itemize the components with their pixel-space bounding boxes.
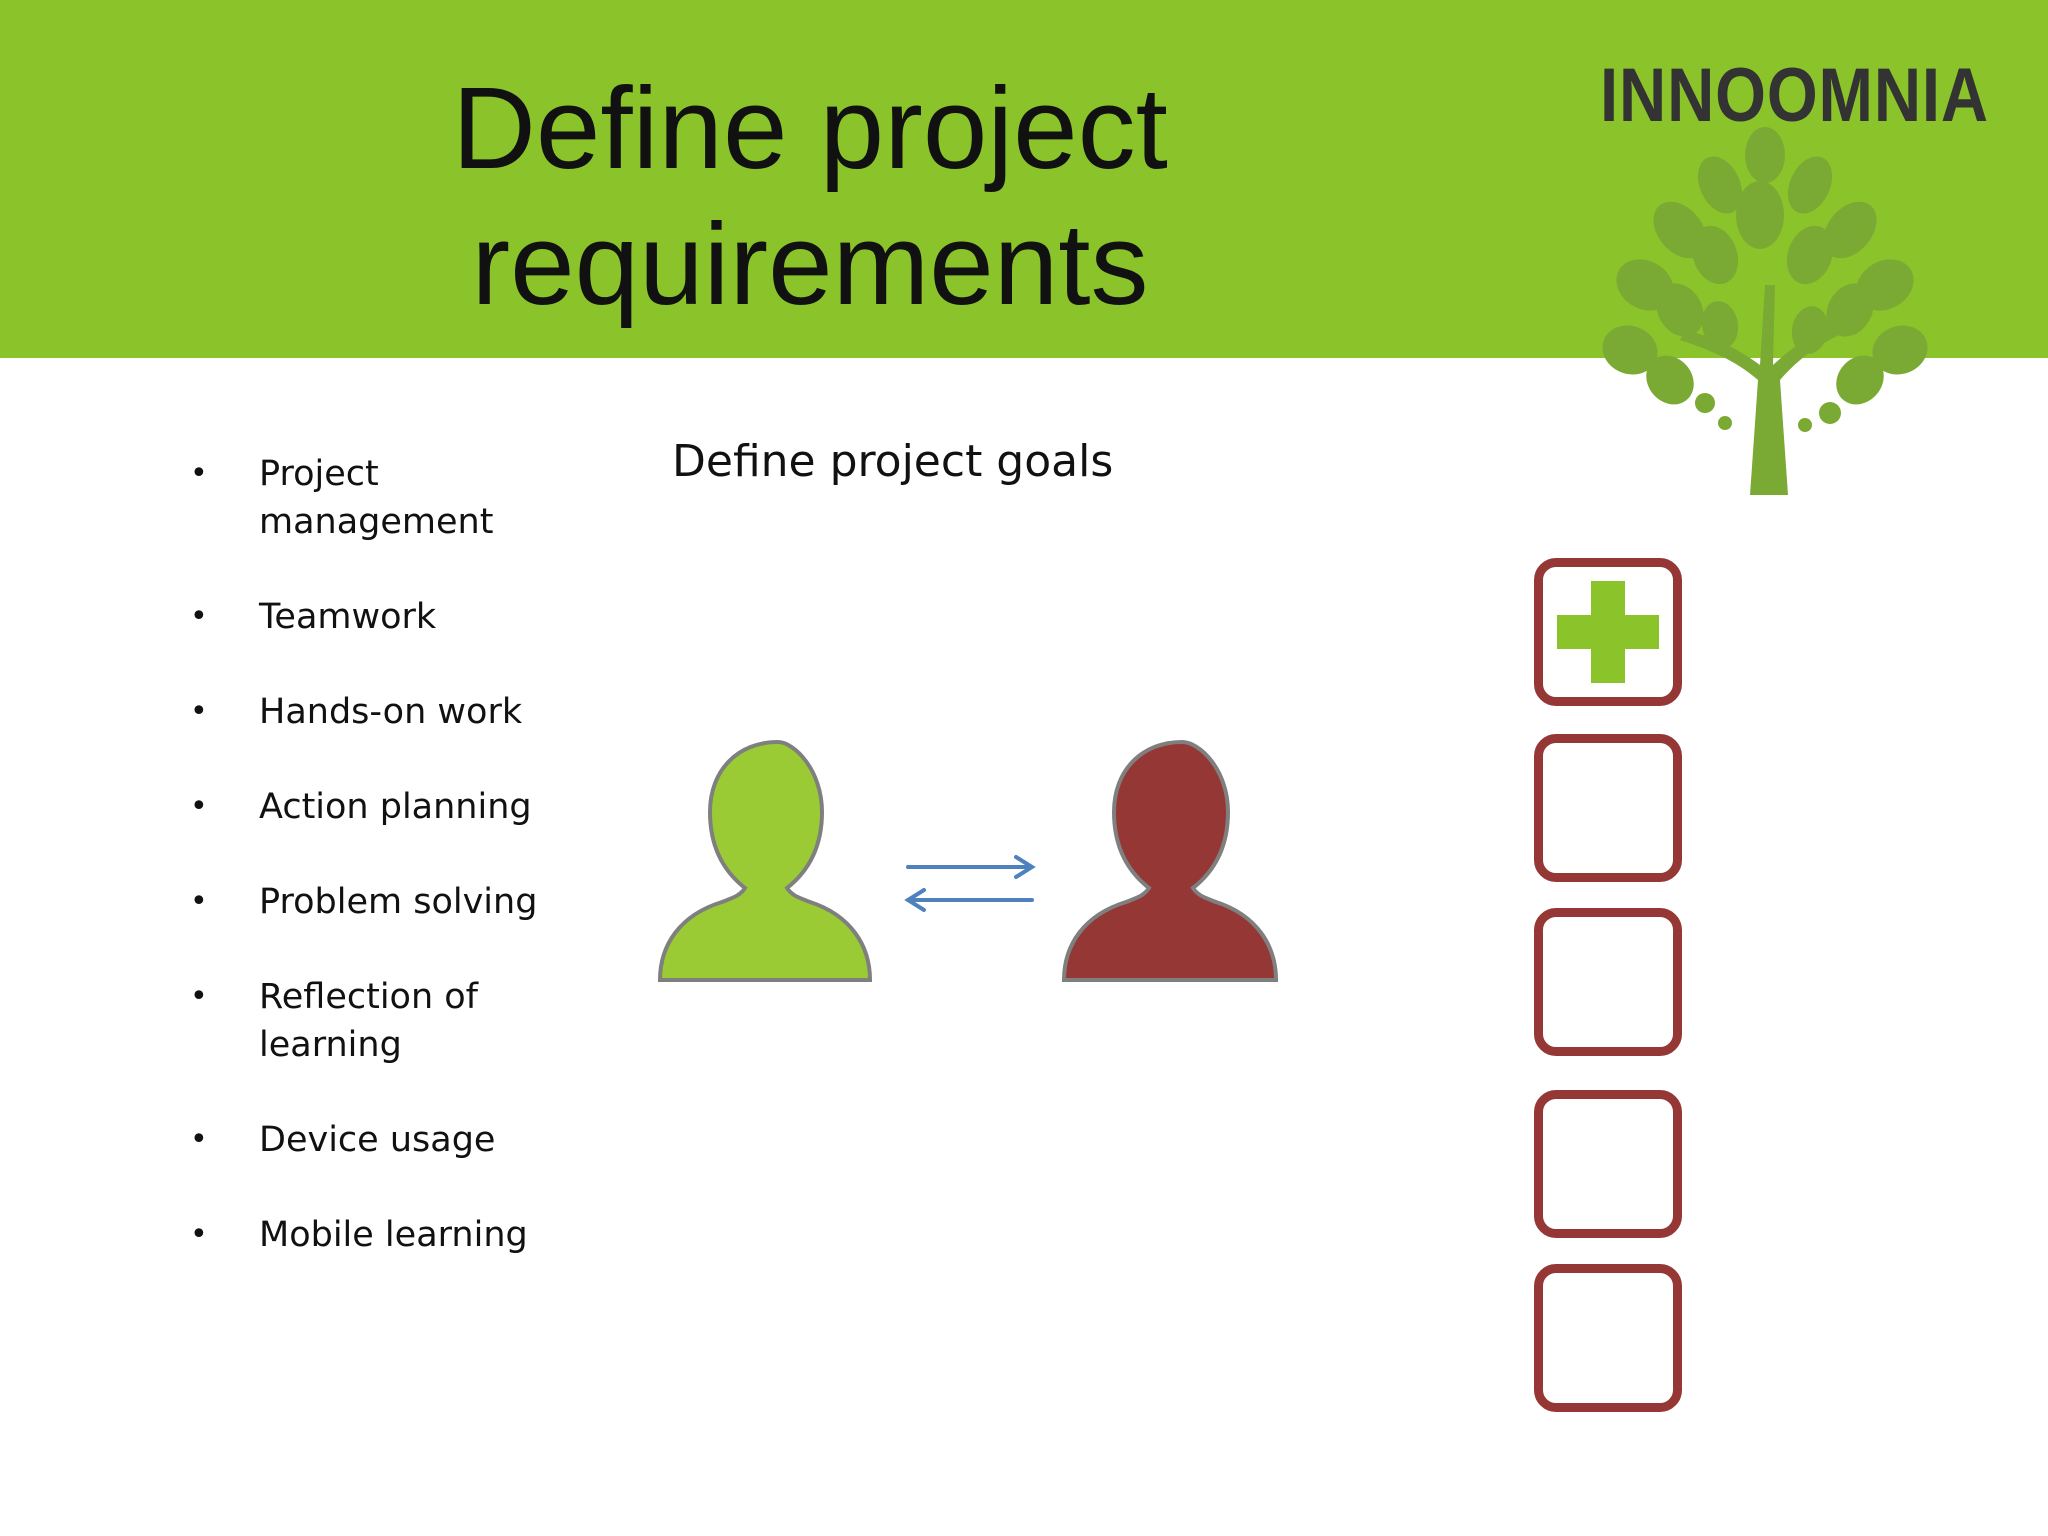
checklist-box-5 [1534,1264,1682,1412]
list-item: Teamwork [190,593,610,641]
list-item-text: Project [259,454,379,494]
list-item-text: Device usage [259,1120,496,1160]
list-item: Problem solving [190,878,610,926]
slide-title-line-1: Define project [452,63,1168,193]
list-item-text: Mobile learning [259,1215,528,1255]
checklist-box-3 [1534,908,1682,1056]
person-red-icon [1061,739,1279,982]
tree-logo-icon [1602,127,1928,495]
plus-icon [1557,581,1659,683]
list-item-text: Problem solving [259,882,538,922]
list-item: Project management [190,450,610,546]
list-item-text: Hands-on work [259,692,523,732]
list-item: Hands-on work [190,688,610,736]
list-item-text: Action planning [259,787,532,827]
requirements-list: Project management Teamwork Hands-on work… [190,450,610,1306]
list-item: Mobile learning [190,1211,610,1259]
checklist-box-4 [1534,1090,1682,1238]
list-item-text: management [259,502,494,542]
list-item-text: Teamwork [259,597,437,637]
checklist-box-1 [1534,558,1682,706]
list-item: Reflection of learning [190,973,610,1069]
exchange-arrows-icon [904,855,1036,912]
list-item: Device usage [190,1116,610,1164]
goals-label: Define project goals [672,436,1114,487]
slide-title: Define project requirements [380,60,1240,332]
person-green-icon [657,739,873,982]
list-item: Action planning [190,783,610,831]
logo-text: INNOOMNIA [1600,53,1989,138]
people-exchange-graphic [657,739,1279,982]
slide-title-line-2: requirements [471,199,1149,329]
list-item-text: learning [259,1025,402,1065]
list-item-text: Reflection of [259,977,479,1017]
checklist-box-2 [1534,734,1682,882]
